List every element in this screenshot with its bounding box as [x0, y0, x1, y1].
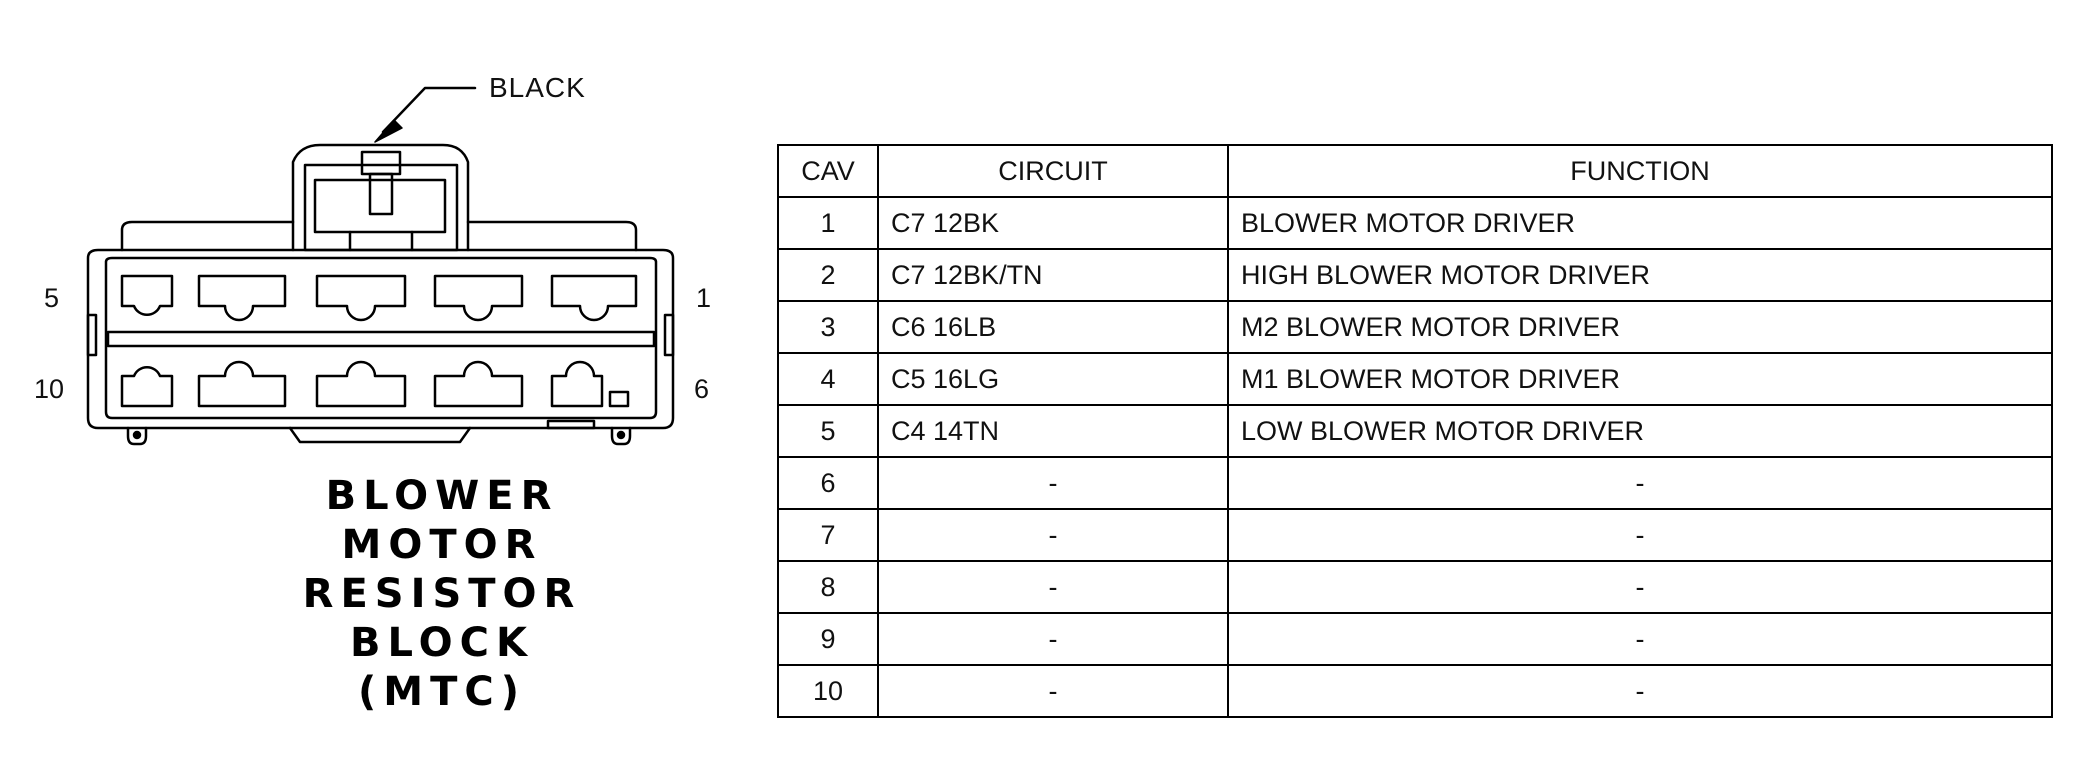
color-label: BLACK [489, 72, 586, 103]
table-row: 7 - - [777, 508, 2053, 562]
locator-tabs [126, 426, 632, 446]
connector-housing [86, 248, 675, 444]
table-row: 10 - - [777, 664, 2053, 718]
circuit-cell: - [877, 664, 1229, 718]
function-cell: HIGH BLOWER MOTOR DRIVER [1227, 248, 2053, 302]
title-line-5: (MTC) [357, 669, 526, 715]
title-line-2: MOTOR [341, 522, 543, 568]
header-cav: CAV [777, 144, 879, 198]
connector-shoulder [120, 220, 638, 252]
pin-label-5: 5 [44, 283, 60, 313]
header-function: FUNCTION [1227, 144, 2053, 198]
function-cell: M1 BLOWER MOTOR DRIVER [1227, 352, 2053, 406]
lower-cavity-row [120, 360, 604, 408]
cav-cell: 5 [777, 404, 879, 458]
connector-diagram [86, 86, 675, 446]
circuit-cell: - [877, 560, 1229, 614]
pin-label-6: 6 [694, 374, 710, 404]
circuit-cell: C5 16LG [877, 352, 1229, 406]
function-cell: BLOWER MOTOR DRIVER [1227, 196, 2053, 250]
black-leader-arrow [374, 86, 477, 143]
function-cell: - [1227, 508, 2053, 562]
circuit-cell: C7 12BK/TN [877, 248, 1229, 302]
function-cell: M2 BLOWER MOTOR DRIVER [1227, 300, 2053, 354]
pin-label-1: 1 [696, 283, 712, 313]
function-cell: - [1227, 456, 2053, 510]
cav-cell: 3 [777, 300, 879, 354]
table-row: 8 - - [777, 560, 2053, 614]
function-cell: LOW BLOWER MOTOR DRIVER [1227, 404, 2053, 458]
function-cell: - [1227, 664, 2053, 718]
circuit-cell: - [877, 612, 1229, 666]
cav-cell: 7 [777, 508, 879, 562]
cav-cell: 6 [777, 456, 879, 510]
function-cell: - [1227, 560, 2053, 614]
table-row: 5 C4 14TN LOW BLOWER MOTOR DRIVER [777, 404, 2053, 458]
upper-cavity-row [120, 274, 638, 322]
title-line-4: BLOCK [350, 620, 534, 666]
table-row: 2 C7 12BK/TN HIGH BLOWER MOTOR DRIVER [777, 248, 2053, 302]
header-circuit: CIRCUIT [877, 144, 1229, 198]
table-row: 4 C5 16LG M1 BLOWER MOTOR DRIVER [777, 352, 2053, 406]
cav-cell: 1 [777, 196, 879, 250]
table-row: 6 - - [777, 456, 2053, 510]
table-header-row: CAV CIRCUIT FUNCTION [777, 144, 2053, 198]
cav-cell: 9 [777, 612, 879, 666]
circuit-cell: C6 16LB [877, 300, 1229, 354]
cav-cell: 4 [777, 352, 879, 406]
table-row: 3 C6 16LB M2 BLOWER MOTOR DRIVER [777, 300, 2053, 354]
cav-cell: 2 [777, 248, 879, 302]
title-line-3: RESISTOR [302, 571, 582, 617]
circuit-cell: - [877, 508, 1229, 562]
connector-latch [291, 143, 470, 252]
table-row: 1 C7 12BK BLOWER MOTOR DRIVER [777, 196, 2053, 250]
title-line-1: BLOWER [325, 473, 559, 519]
function-cell: - [1227, 612, 2053, 666]
cav-cell: 10 [777, 664, 879, 718]
cav-cell: 8 [777, 560, 879, 614]
circuit-cell: C7 12BK [877, 196, 1229, 250]
pin-label-10: 10 [34, 374, 65, 404]
cavity-table: CAV CIRCUIT FUNCTION 1 C7 12BK BLOWER MO… [777, 144, 2053, 718]
circuit-cell: - [877, 456, 1229, 510]
circuit-cell: C4 14TN [877, 404, 1229, 458]
table-row: 9 - - [777, 612, 2053, 666]
